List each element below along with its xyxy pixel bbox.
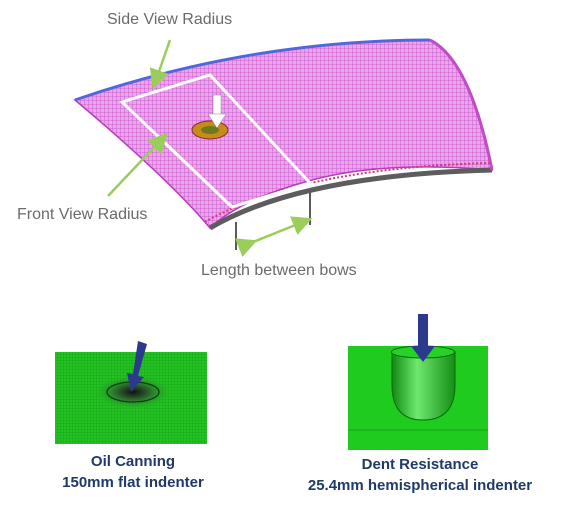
front-view-radius-arrow [107,132,168,197]
roof-panel [73,38,494,250]
oil-canning-dent [93,374,173,410]
analysis-zone-outline [119,73,313,209]
oil-canning-indenter-arrow [127,341,147,392]
front-view-radius-label: Front View Radius [17,206,148,223]
dent-resistance-subtitle: 25.4mm hemispherical indenter [307,477,533,494]
roof-front-edge [74,38,431,102]
length-between-bows-arrow [235,216,313,257]
dent-resistance-panel [348,314,488,450]
oil-canning-subtitle: 150mm flat indenter [62,474,204,491]
roof-load-arrow [207,94,227,129]
hemispherical-indenter [391,351,456,421]
oil-canning-panel [55,341,207,444]
side-view-radius-arrow [149,39,172,90]
oil-canning-title: Oil Canning [90,453,176,470]
dent-resistance-caption: Dent Resistance 25.4mm hemispherical ind… [290,454,550,496]
dent-resistance-indenter-arrow [411,314,435,362]
dent-resistance-title: Dent Resistance [361,456,479,473]
oil-canning-caption: Oil Canning 150mm flat indenter [20,451,246,493]
roof-side-edge [429,38,494,171]
roof-rear-edge-red [204,162,491,223]
length-between-bows-label: Length between bows [201,262,357,279]
side-view-radius-label: Side View Radius [107,11,233,28]
roof-rear-edge [208,167,493,231]
